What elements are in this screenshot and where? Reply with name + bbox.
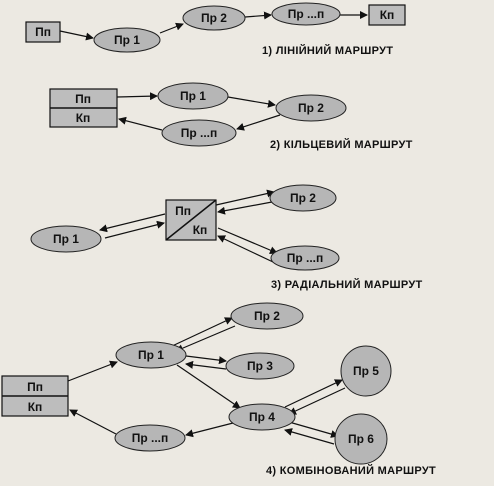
- node-linear-end: Кп: [368, 4, 406, 26]
- edge-ring-pn-terminal: [118, 116, 163, 131]
- node-combined-end-label: Кп: [28, 400, 43, 414]
- node-radial-pn: Пр ...п: [270, 245, 340, 271]
- node-ring-p1: Пр 1: [157, 82, 229, 110]
- node-radial-end-label: Кп: [193, 223, 208, 237]
- edge-combined-p1-p3: [185, 355, 227, 365]
- node-combined-p4: Пр 4: [228, 403, 296, 431]
- caption-radial: 3) РАДІАЛЬНИЙ МАРШРУТ: [271, 278, 423, 291]
- radial-route: Пп Кп Пр 1 Пр 2 Пр ...п 3) РАДІАЛЬНИЙ МА…: [30, 184, 423, 291]
- edge-combined-p4-p5: [284, 379, 343, 408]
- node-ring-start-label: Пп: [75, 92, 91, 106]
- node-combined-start-label: Пп: [27, 380, 43, 394]
- node-linear-pn: Пр ...п: [271, 2, 341, 26]
- edge-combined-p3-p1: [185, 360, 227, 370]
- ring-route: Пп Кп Пр 1 Пр 2 Пр ...п 2) КІЛЬЦЕВИЙ МАР…: [49, 82, 413, 151]
- edge-linear-p2-pn: [244, 11, 272, 20]
- edge-linear-start-p1: [59, 30, 94, 41]
- node-combined-terminal: Пп Кп: [1, 375, 69, 417]
- combined-route: Пп Кп Пр 1 Пр 2 Пр 3 Пр 4 Пр 5 Пр 6: [1, 302, 436, 477]
- edge-radial-terminal-p1: [99, 213, 166, 233]
- edge-ring-terminal-p1: [116, 92, 158, 101]
- node-linear-p2-label: Пр 2: [201, 11, 227, 25]
- edge-combined-pn-terminal: [69, 409, 117, 435]
- edge-linear-p1-p2: [159, 22, 184, 34]
- node-combined-pn-label: Пр ...п: [132, 431, 169, 445]
- caption-linear: 1) ЛІНІЙНИЙ МАРШРУТ: [262, 44, 393, 57]
- node-linear-end-label: Кп: [380, 8, 395, 22]
- edge-radial-pn-terminal: [217, 235, 274, 263]
- edge-combined-p6-p4: [284, 428, 335, 445]
- node-linear-p1: Пр 1: [93, 27, 161, 53]
- node-radial-pn-label: Пр ...п: [287, 251, 324, 265]
- node-radial-start-label: Пп: [175, 204, 191, 218]
- edge-combined-terminal-p1: [67, 360, 118, 382]
- node-combined-p6: Пр 6: [334, 413, 388, 465]
- node-ring-end-label: Кп: [76, 111, 91, 125]
- node-combined-p1-label: Пр 1: [138, 348, 164, 362]
- node-combined-p3-label: Пр 3: [247, 359, 273, 373]
- edge-combined-p4-p6: [288, 421, 339, 438]
- edge-combined-p2-p1: [175, 325, 236, 352]
- node-combined-p2: Пр 2: [230, 302, 304, 330]
- node-linear-start-label: Пп: [35, 25, 51, 39]
- node-ring-pn: Пр ...п: [161, 119, 237, 147]
- node-combined-p5-label: Пр 5: [353, 364, 379, 378]
- node-combined-p4-label: Пр 4: [249, 410, 275, 424]
- node-radial-p1: Пр 1: [30, 225, 102, 253]
- edge-combined-p1-p2: [169, 317, 233, 348]
- node-ring-p2-label: Пр 2: [298, 101, 324, 115]
- node-ring-p2: Пр 2: [275, 94, 347, 122]
- node-radial-p1-label: Пр 1: [53, 232, 79, 246]
- node-combined-p3: Пр 3: [225, 352, 295, 380]
- edge-ring-p2-pn: [236, 114, 281, 131]
- node-radial-p2: Пр 2: [269, 184, 337, 212]
- edge-radial-terminal-pn: [217, 227, 278, 254]
- edge-radial-p1-terminal: [104, 220, 165, 239]
- edge-combined-p4-pn: [185, 421, 238, 438]
- node-linear-pn-label: Пр ...п: [288, 7, 325, 21]
- node-combined-p2-label: Пр 2: [254, 309, 280, 323]
- node-radial-terminal: Пп Кп: [165, 199, 217, 241]
- node-ring-pn-label: Пр ...п: [181, 126, 218, 140]
- edge-combined-p5-p4: [288, 387, 346, 415]
- node-combined-p1: Пр 1: [115, 341, 187, 369]
- node-ring-p1-label: Пр 1: [180, 89, 206, 103]
- node-combined-pn: Пр ...п: [114, 424, 186, 452]
- node-linear-p2: Пр 2: [182, 5, 246, 31]
- edge-radial-p2-terminal: [217, 201, 273, 215]
- linear-route: Пп Пр 1 Пр 2 Пр ...п Кп 1) ЛІНІЙНИЙ МАРШ…: [25, 2, 406, 57]
- node-ring-terminal: Пп Кп: [49, 88, 118, 128]
- node-linear-p1-label: Пр 1: [114, 33, 140, 47]
- caption-ring: 2) КІЛЬЦЕВИЙ МАРШРУТ: [270, 138, 413, 151]
- edge-combined-p1-p4: [176, 364, 241, 409]
- edge-ring-p1-p2: [227, 96, 276, 108]
- node-radial-p2-label: Пр 2: [290, 191, 316, 205]
- caption-combined: 4) КОМБІНОВАНИЙ МАРШРУТ: [266, 464, 436, 477]
- node-combined-p5: Пр 5: [340, 345, 392, 397]
- edge-radial-terminal-p2: [215, 189, 275, 206]
- node-linear-start: Пп: [25, 21, 61, 43]
- node-combined-p6-label: Пр 6: [348, 432, 374, 446]
